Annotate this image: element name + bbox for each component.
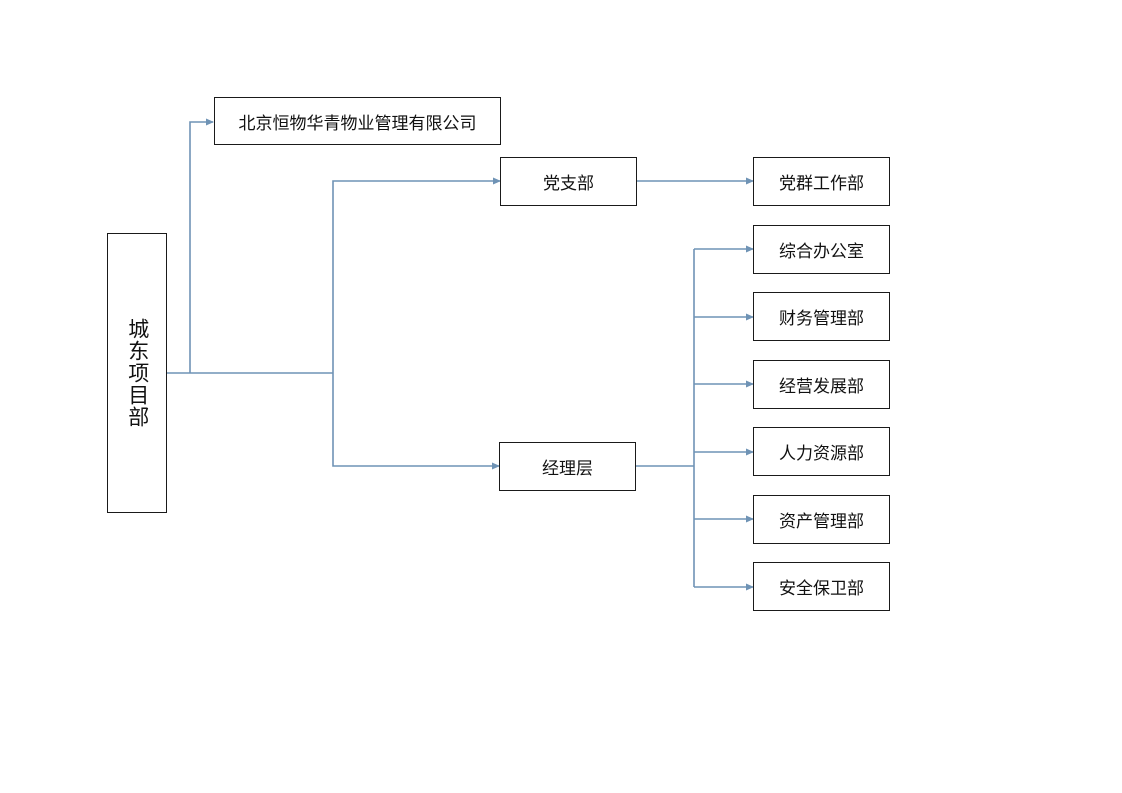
- department-node-box: 安全保卫部: [753, 562, 890, 611]
- management-node-box: 经理层: [499, 442, 636, 491]
- party-work-dept-node-label: 党群工作部: [779, 174, 864, 194]
- management-node-label: 经理层: [542, 459, 593, 479]
- department-node-box: 财务管理部: [753, 292, 890, 341]
- connector-root-to-company: [189, 118, 214, 373]
- department-node-box: 人力资源部: [753, 427, 890, 476]
- department-node-label: 安全保卫部: [779, 579, 864, 599]
- department-node-label: 综合办公室: [779, 242, 864, 262]
- department-node-label: 财务管理部: [779, 309, 864, 329]
- party-branch-node-box: 党支部: [500, 157, 637, 206]
- company-node-box: 北京恒物华青物业管理有限公司: [214, 97, 501, 145]
- connector-to-management: [332, 373, 500, 470]
- department-node-label: 人力资源部: [779, 444, 864, 464]
- department-node-label: 经营发展部: [779, 377, 864, 397]
- party-work-dept-node-box: 党群工作部: [753, 157, 890, 206]
- department-node-box: 综合办公室: [753, 225, 890, 274]
- department-node-box: 资产管理部: [753, 495, 890, 544]
- department-node-box: 经营发展部: [753, 360, 890, 409]
- party-branch-node-label: 党支部: [543, 174, 594, 194]
- root-node-label: 城东项目部: [125, 318, 150, 428]
- connector-to-party-branch: [332, 177, 501, 373]
- company-node-label: 北京恒物华青物业管理有限公司: [238, 113, 477, 134]
- root-node-box: 城东项目部: [107, 233, 167, 513]
- department-node-label: 资产管理部: [779, 512, 864, 532]
